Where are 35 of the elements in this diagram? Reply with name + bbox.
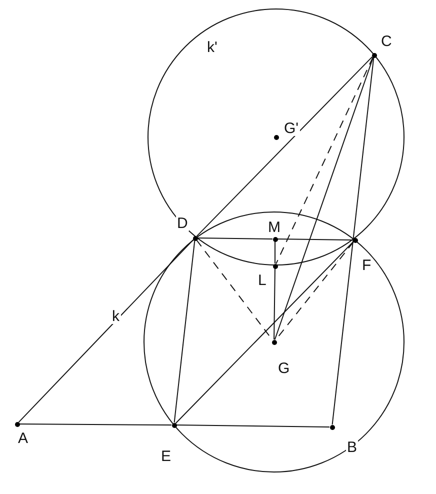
point-label: G' <box>283 121 300 136</box>
point-label: L <box>257 273 268 288</box>
line-segment <box>274 56 374 340</box>
line-segment <box>332 56 374 426</box>
line-segment <box>175 241 354 424</box>
point-dot <box>330 424 334 430</box>
point-label: F <box>361 258 372 273</box>
line-segment <box>197 238 273 240</box>
point-dot <box>192 236 198 240</box>
line-segment <box>274 241 276 264</box>
point-dot <box>272 340 276 344</box>
line-segment <box>18 239 194 423</box>
circle-label: k <box>111 309 120 324</box>
point-label: G <box>277 361 291 376</box>
point-dot <box>272 236 278 242</box>
circle-label: k' <box>206 40 218 55</box>
line-segment <box>277 238 353 240</box>
point-label: E <box>160 449 172 464</box>
point-dot <box>172 422 176 428</box>
point-dot <box>272 264 278 268</box>
point-label: M <box>267 220 282 235</box>
point-dot <box>372 52 376 58</box>
line-segment <box>174 240 196 424</box>
line-segment <box>19 424 172 426</box>
line-segment <box>274 268 276 340</box>
point-label: C <box>380 34 393 49</box>
point-dot <box>14 422 20 426</box>
point-label: B <box>346 440 358 455</box>
point-label: D <box>176 216 189 231</box>
point-dot <box>352 238 358 242</box>
point-dot <box>274 134 278 140</box>
line-segment <box>176 424 330 428</box>
dashed-line-segment <box>276 56 374 264</box>
point-label: A <box>17 431 30 446</box>
line-segment <box>196 56 373 237</box>
